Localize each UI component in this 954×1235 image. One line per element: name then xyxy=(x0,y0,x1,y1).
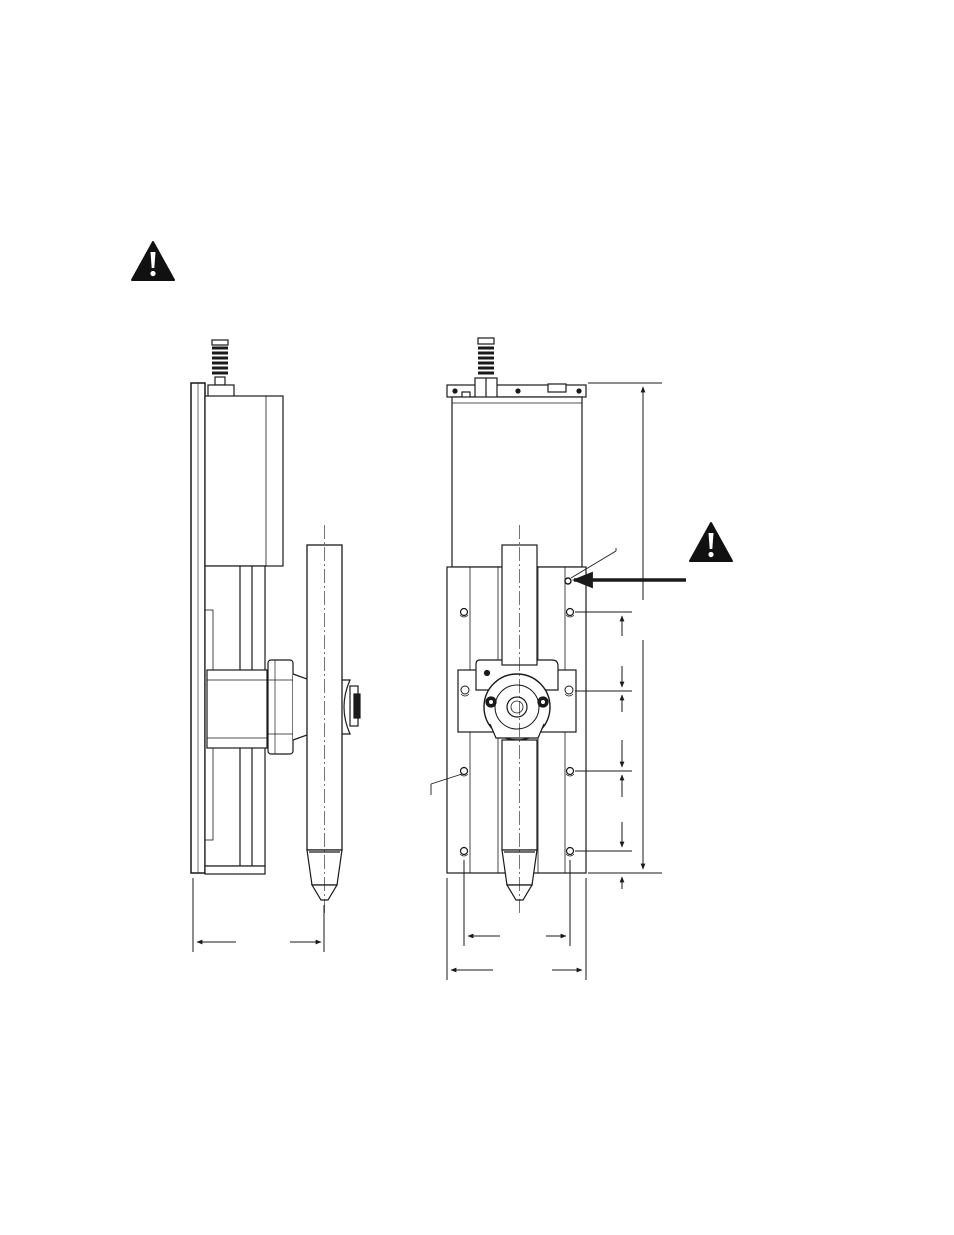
leader-lines xyxy=(430,548,686,795)
cable-spring xyxy=(207,339,235,398)
height-dimensions xyxy=(575,382,662,889)
width-dimensions xyxy=(446,860,587,980)
mounting-holes xyxy=(459,607,575,857)
lube-fitting xyxy=(564,577,572,585)
motor-housing xyxy=(451,396,583,568)
front-view xyxy=(446,337,587,915)
warning-triangle-icon xyxy=(688,521,734,563)
cable-spring xyxy=(474,337,498,399)
motor-housing xyxy=(204,395,284,567)
warning-triangle-icon xyxy=(130,240,176,282)
side-width-dimension xyxy=(192,878,325,952)
carriage-block xyxy=(206,669,268,749)
side-view xyxy=(190,339,361,915)
clamp-knob xyxy=(267,659,294,755)
